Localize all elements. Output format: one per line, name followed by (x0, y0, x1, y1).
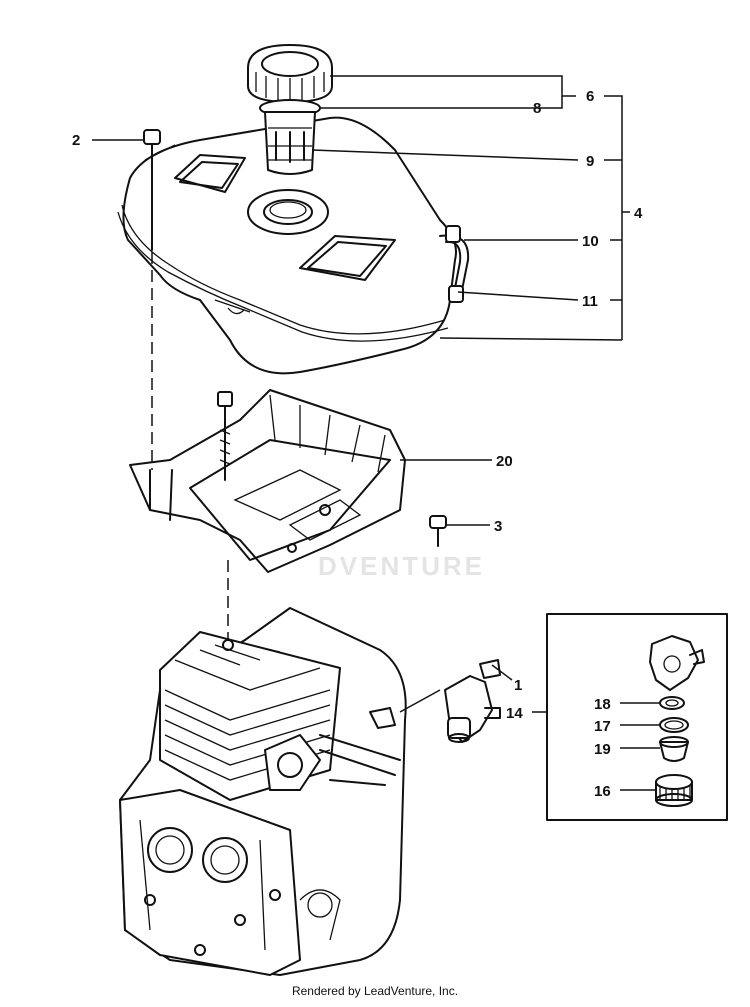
callout-18: 18 (594, 696, 611, 713)
valve-lead-line (399, 689, 441, 713)
callout-8: 8 (533, 100, 541, 117)
leader-lines (92, 75, 660, 791)
stud-bolt (217, 391, 233, 481)
sediment-bowl-kit (546, 613, 728, 821)
callout-11: 11 (582, 293, 598, 310)
callout-19: 19 (594, 741, 611, 758)
callout-20: 20 (496, 453, 513, 470)
callout-10: 10 (582, 233, 599, 250)
fuel-cap (247, 44, 333, 103)
tank-bracket (129, 389, 406, 573)
engine-block (119, 607, 407, 976)
watermark-text: DVENTURE (318, 551, 485, 581)
fuel-line (439, 225, 470, 303)
callout-4: 4 (634, 205, 643, 222)
callout-1: 1 (514, 677, 522, 694)
fuel-strainer (264, 111, 316, 175)
callout-9: 9 (586, 153, 594, 170)
mounting-bolt (143, 129, 161, 251)
callout-2: 2 (72, 132, 80, 149)
callout-17: 17 (594, 718, 611, 735)
fuel-shutoff-valve (444, 659, 501, 743)
fuel-tank (117, 116, 457, 375)
callout-14: 14 (506, 705, 523, 722)
bracket-screw (429, 515, 447, 547)
callout-16: 16 (594, 783, 611, 800)
callout-3: 3 (494, 518, 502, 535)
callout-6: 6 (586, 88, 594, 105)
footer-credit: Rendered by LeadVenture, Inc. (291, 984, 459, 998)
